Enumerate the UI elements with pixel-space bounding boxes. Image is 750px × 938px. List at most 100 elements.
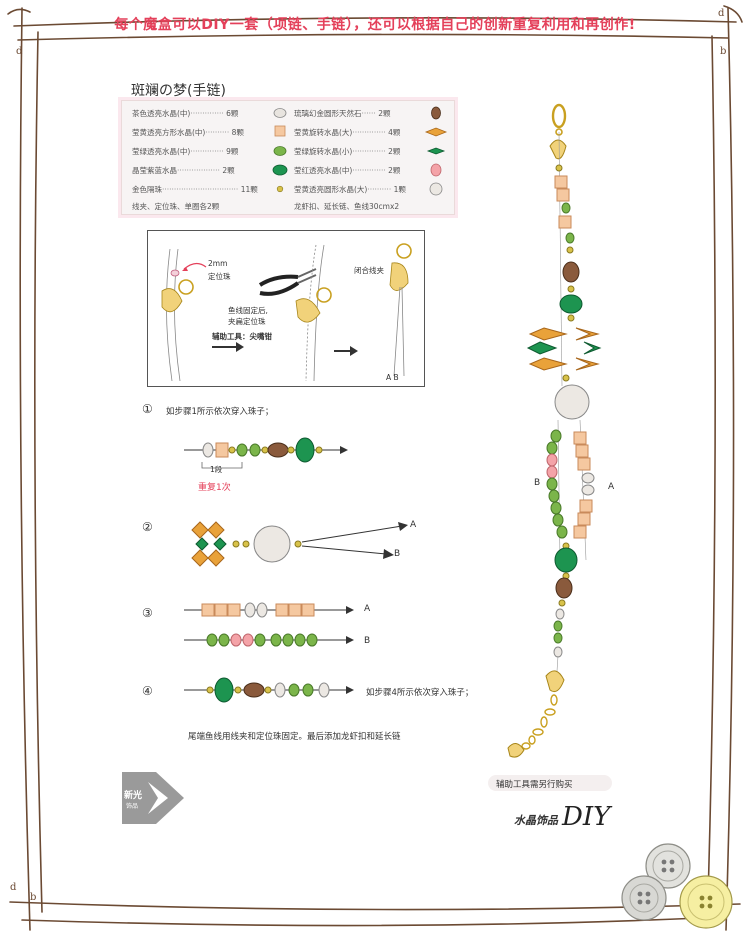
step-4-text: 如步骤4所示依次穿入珠子； xyxy=(366,688,474,698)
pearl-bead-icon xyxy=(273,108,287,118)
clamp-label: 闭合线夹 xyxy=(354,266,384,275)
svg-text:b: b xyxy=(30,892,36,903)
material-row: 晶莹紫蓝水晶·················· 2颗 xyxy=(132,166,235,175)
material-name: 莹黄旋转水晶(大) xyxy=(294,128,353,137)
label-a: A xyxy=(364,604,371,614)
lightgreen-bead-icon xyxy=(273,146,287,156)
fix-note-2: 夹扁定位珠 xyxy=(228,317,266,326)
material-row: 琉璃幻金圆形天然石······ 2颗 xyxy=(294,109,391,118)
size-label: 2mm xyxy=(208,259,228,268)
pearl-large-bead xyxy=(253,525,291,563)
bead-icons xyxy=(272,106,448,196)
material-row: 莹红透亮水晶(中)·············· 2颗 xyxy=(294,166,401,175)
svg-text:d: d xyxy=(16,46,23,57)
label-b: B xyxy=(364,636,371,646)
material-row: 莹黄旋转水晶(大)·············· 4颗 xyxy=(294,128,401,137)
segment-label: 1段 xyxy=(210,465,223,474)
step-1-text: 如步骤1所示依次穿入珠子； xyxy=(166,407,274,417)
clasp-leaf xyxy=(161,288,183,313)
pearl-large-icon xyxy=(429,182,443,196)
logo-line-2: 饰品 xyxy=(126,803,139,810)
material-name: 琉璃幻金圆形天然石 xyxy=(294,109,362,118)
button-gray-icon xyxy=(645,843,691,889)
step-1-diagram xyxy=(184,437,348,469)
signature-text: 水晶饰品 xyxy=(514,814,558,827)
material-row: 茶色透亮水晶(中)·············· 6颗 xyxy=(132,109,239,118)
bracelet-label-a: A xyxy=(608,482,615,492)
material-count: 11颗 xyxy=(240,185,258,194)
material-count: 2颗 xyxy=(388,166,401,175)
decorative-buttons xyxy=(621,843,733,929)
signature-mark: DIY xyxy=(562,802,611,832)
brown-stone-icon xyxy=(431,106,441,120)
material-row: 莹绿旋转水晶(小)·············· 2颗 xyxy=(294,147,401,156)
bicone-cluster xyxy=(191,521,227,567)
clasp-leaf xyxy=(295,298,321,323)
material-row: 莹黄透亮方形水晶(中)·········· 8颗 xyxy=(132,128,244,137)
step-2-diagram xyxy=(191,521,408,567)
bracelet-illustration xyxy=(507,103,602,758)
material-row: 金色隔珠································ 11颗 xyxy=(132,185,258,194)
top-banner: 每个魔盒可以DIY一套（项链、手链），还可以根据自己的创新重复利用和再创作! xyxy=(114,17,636,33)
fix-note-1: 鱼线固定后, xyxy=(228,306,268,315)
pliers-icon xyxy=(258,268,317,296)
green-bicone-icon xyxy=(426,147,446,155)
tool-note-text: 辅助工具需另行购买 xyxy=(496,780,573,790)
step-4-number: ④ xyxy=(142,684,153,698)
material-count: 2颗 xyxy=(378,109,391,118)
label-a: A xyxy=(410,520,417,530)
material-name: 莹黄透亮圆形水晶(大) xyxy=(294,185,368,194)
material-footer-left: 线夹、定位珠、单圈各2颗 xyxy=(132,202,220,211)
step-4-diagram xyxy=(184,677,354,703)
bracelet-label-b: B xyxy=(534,478,541,488)
ab-label: A B xyxy=(386,373,399,382)
material-count: 4颗 xyxy=(388,128,401,137)
material-name: 莹红透亮水晶(中) xyxy=(294,166,353,175)
tool-note-pill xyxy=(488,775,612,791)
button-yellow-icon xyxy=(679,875,733,929)
green-bead xyxy=(295,437,315,463)
material-count: 6颗 xyxy=(226,109,239,118)
green-bead-icon xyxy=(272,164,288,176)
material-name: 莹绿透亮水晶(中) xyxy=(132,147,191,156)
step-3-diagram xyxy=(184,602,354,647)
lightgreen-bead xyxy=(249,443,261,457)
pearl-bead xyxy=(202,442,214,458)
final-instruction: 尾端鱼线用线夹和定位珠固定。最后添加龙虾扣和延长链 xyxy=(188,732,401,742)
bicone-cluster xyxy=(526,327,602,371)
svg-text:b: b xyxy=(720,46,726,57)
pearl-large-bead xyxy=(554,384,590,420)
peach-square-bead-icon xyxy=(274,125,286,137)
clasp-leaf xyxy=(545,670,565,693)
step-1-number: ① xyxy=(142,402,153,416)
amber-bicone-icon xyxy=(424,127,448,137)
svg-text:d: d xyxy=(718,8,725,19)
material-name: 莹黄透亮方形水晶(中) xyxy=(132,128,206,137)
brown-stone xyxy=(267,442,289,458)
position-bead xyxy=(170,269,180,277)
clamp-illustration xyxy=(161,243,412,382)
repeat-label: 重复1次 xyxy=(198,483,231,493)
material-count: 9颗 xyxy=(226,147,239,156)
step-3-number: ③ xyxy=(142,606,153,620)
materials-table: 茶色透亮水晶(中)·············· 6颗 莹黄透亮方形水晶(中)··… xyxy=(121,100,455,215)
step-2-number: ② xyxy=(142,520,153,534)
brand-logo xyxy=(122,772,184,824)
clasp-leaf xyxy=(549,139,567,160)
material-name: 茶色透亮水晶(中) xyxy=(132,109,191,118)
material-count: 2颗 xyxy=(388,147,401,156)
material-row: 莹黄透亮圆形水晶(大)·········· 1颗 xyxy=(294,185,406,194)
logo-line-1: 新光 xyxy=(124,791,143,801)
bead-label: 定位珠 xyxy=(208,272,231,281)
page-title: 斑斓の梦(手链) xyxy=(131,83,226,99)
peach-square-bead xyxy=(215,442,229,458)
label-b: B xyxy=(394,549,401,559)
tool-note: 辅助工具：尖嘴钳 xyxy=(212,332,272,341)
pink-bead-icon xyxy=(430,163,442,177)
button-silver-icon xyxy=(621,875,667,921)
material-row: 莹绿透亮水晶(中)·············· 9颗 xyxy=(132,147,239,156)
material-footer-right: 龙虾扣、延长链、鱼线30cmx2 xyxy=(294,202,400,211)
material-count: 8颗 xyxy=(231,128,244,137)
intro-diagram: 2mm 定位珠 鱼线固定后, 夹扁定位珠 辅助工具：尖嘴钳 闭合线夹 A B xyxy=(147,230,425,387)
gold-spacer-icon xyxy=(276,185,284,193)
